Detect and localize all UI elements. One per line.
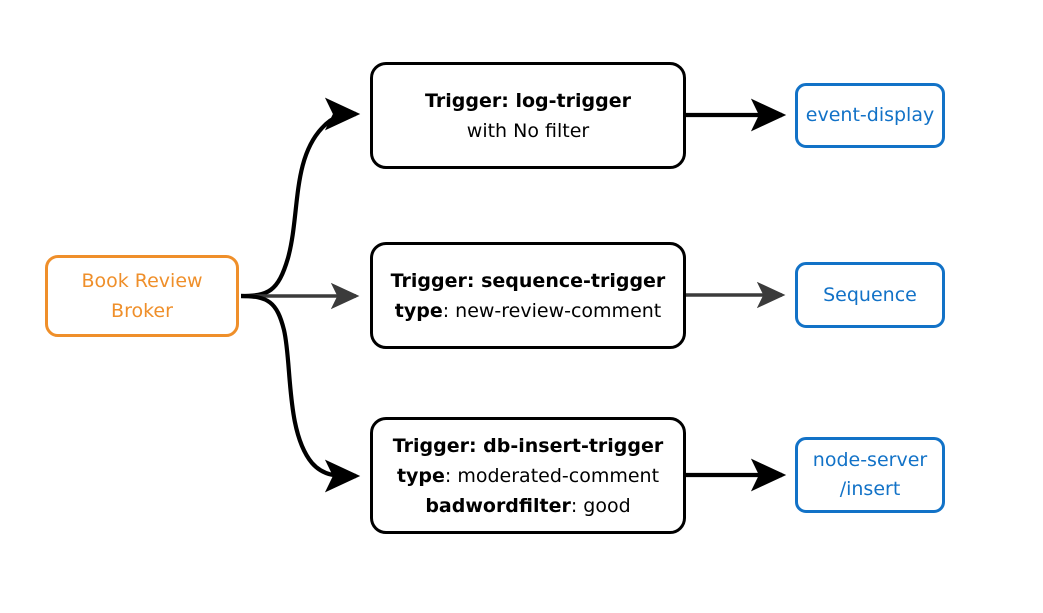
trigger-detail-value: with No filter <box>466 119 590 142</box>
trigger-detail-value: : new-review-comment <box>442 299 662 322</box>
trigger-heading-label: Trigger: <box>425 89 509 112</box>
trigger-heading-label: Trigger: <box>390 269 475 292</box>
node-trigger-db-insert-trigger[interactable]: Trigger: db-insert-trigger type: moderat… <box>370 417 686 534</box>
node-action-event-display[interactable]: event-display <box>795 83 945 148</box>
edge-broker-to-log-trigger <box>240 97 361 299</box>
trigger-detail: type: moderated-comment <box>397 461 659 491</box>
action-label-line-1: node-server <box>812 449 928 471</box>
trigger-extra: badwordfilter: good <box>425 491 630 521</box>
broker-label-line-2: Broker <box>111 300 173 322</box>
node-action-sequence[interactable]: Sequence <box>795 262 945 328</box>
trigger-extra-value: : good <box>570 494 631 517</box>
action-label-line-2: /insert <box>839 478 901 500</box>
trigger-heading-value: log-trigger <box>515 89 631 112</box>
trigger-heading-label: Trigger: <box>392 434 477 457</box>
trigger-heading: Trigger: sequence-trigger <box>391 266 666 296</box>
trigger-detail-key: type <box>394 299 443 322</box>
action-label-line-1: Sequence <box>823 283 917 306</box>
node-book-review-broker[interactable]: Book Review Broker <box>45 255 239 337</box>
edge-broker-to-db-insert-trigger <box>240 293 361 493</box>
trigger-heading-value: db-insert-trigger <box>483 434 664 457</box>
trigger-detail-value: : moderated-comment <box>444 464 660 487</box>
node-trigger-log-trigger[interactable]: Trigger: log-trigger with No filter <box>370 62 686 169</box>
trigger-extra-key: badwordfilter <box>425 494 571 517</box>
trigger-heading: Trigger: log-trigger <box>425 86 631 116</box>
node-trigger-sequence-trigger[interactable]: Trigger: sequence-trigger type: new-revi… <box>370 242 686 349</box>
trigger-detail: type: new-review-comment <box>395 296 662 326</box>
trigger-detail-key: type <box>396 464 445 487</box>
trigger-detail: with No filter <box>467 116 589 146</box>
trigger-heading: Trigger: db-insert-trigger <box>393 431 664 461</box>
action-label-line-1: event-display <box>805 104 935 126</box>
node-action-node-server-insert[interactable]: node-server /insert <box>795 437 945 513</box>
trigger-heading-value: sequence-trigger <box>481 269 666 292</box>
broker-label-line-1: Book Review <box>81 270 203 292</box>
